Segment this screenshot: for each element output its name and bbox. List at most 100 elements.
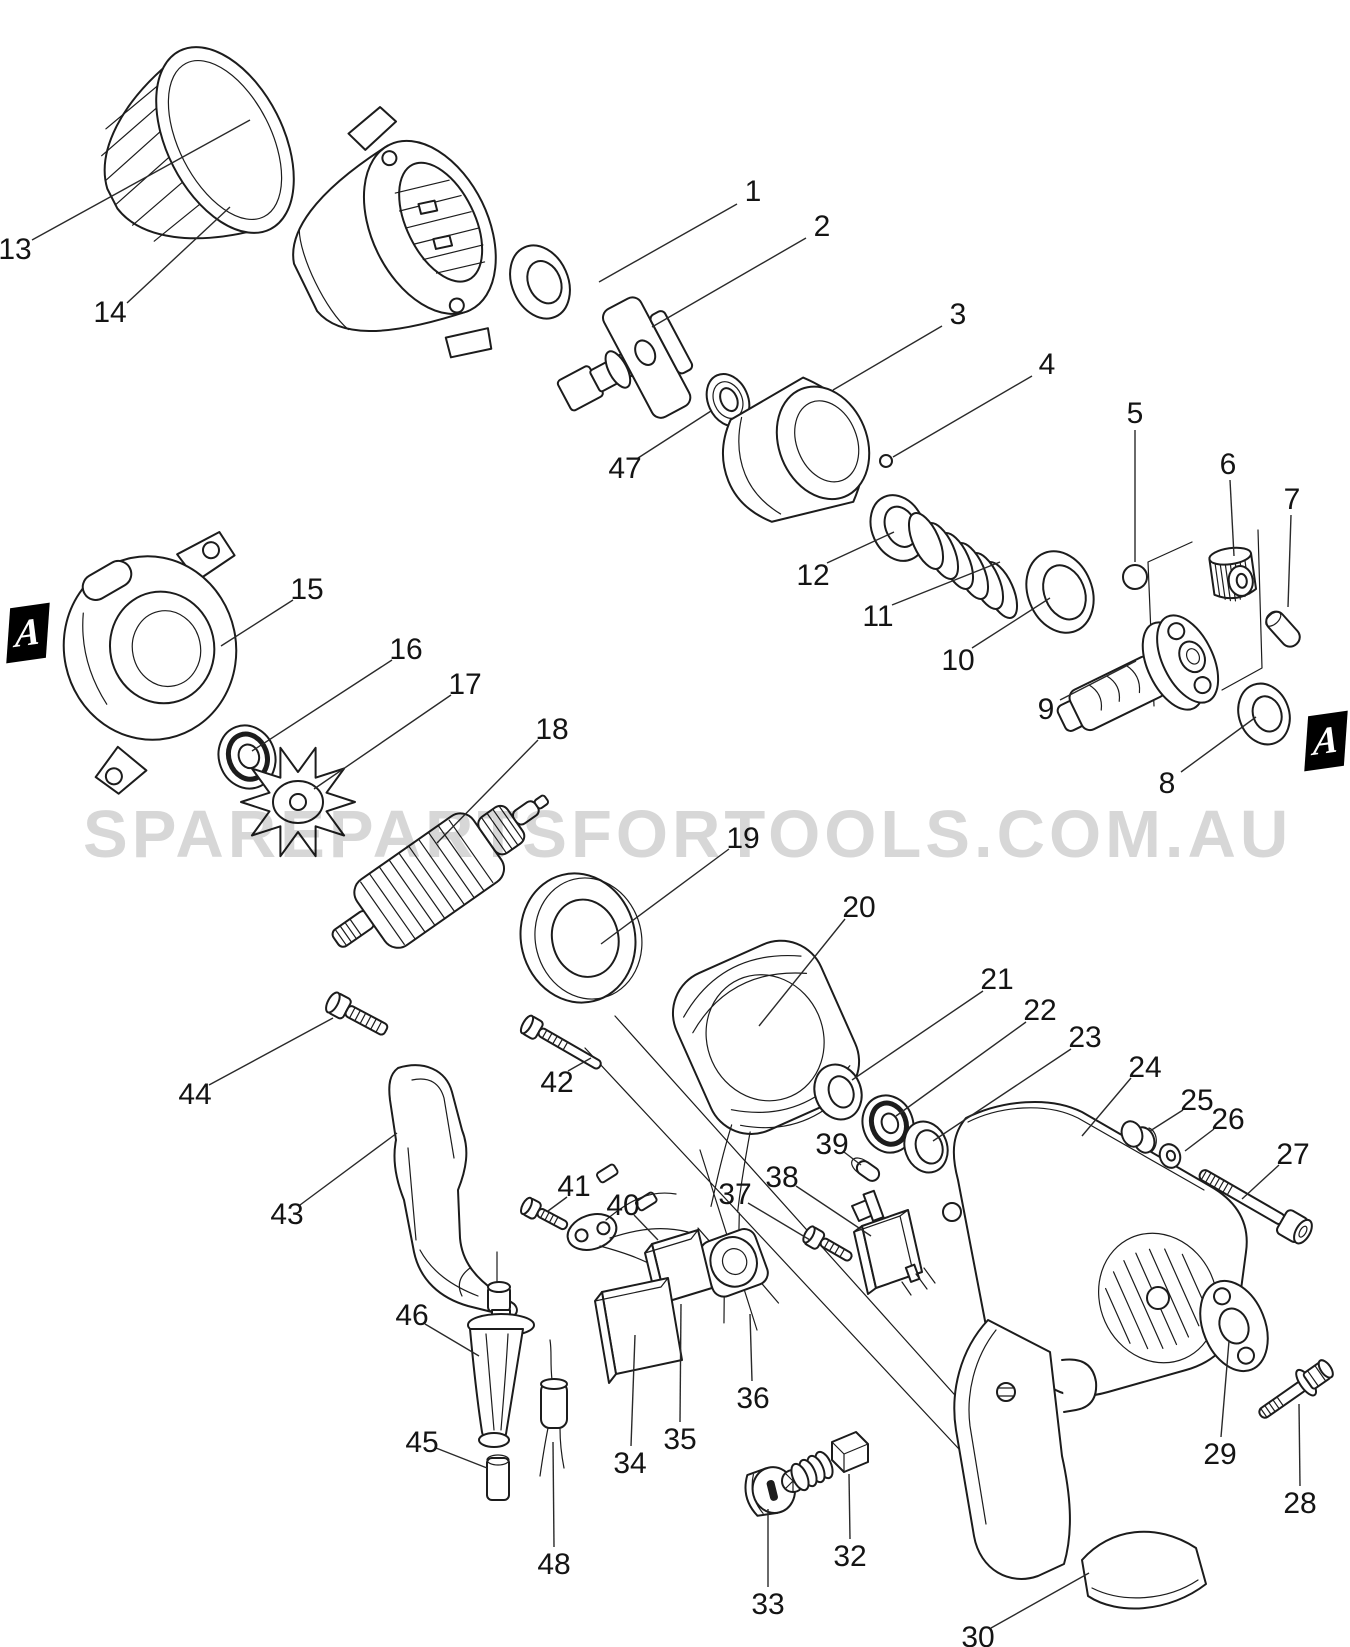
leader-lines: [31, 119, 1301, 1629]
part-5-ball-drawing: [1122, 564, 1148, 590]
leader-line-45: [435, 1447, 488, 1469]
part-47-ring-drawing: [705, 373, 751, 427]
callout-labels: 1234567891011121314151617181920212223242…: [0, 175, 1317, 1647]
part-9-spindle-drawing: [1056, 614, 1220, 732]
part-24-housing-drawing: [942, 1100, 1248, 1580]
leader-line-39: [843, 1151, 862, 1166]
leader-line-37: [747, 1202, 811, 1241]
callout-26: 26: [1211, 1103, 1244, 1136]
callout-6: 6: [1220, 448, 1237, 481]
leader-line-11: [891, 561, 1001, 606]
part-12-ring-drawing: [869, 494, 927, 562]
callout-27: 27: [1276, 1138, 1309, 1171]
callout-7: 7: [1284, 483, 1301, 516]
callout-30: 30: [961, 1621, 994, 1647]
callout-2: 2: [814, 210, 831, 243]
leader-line-13: [31, 119, 251, 241]
callout-15: 15: [290, 573, 323, 606]
callout-39: 39: [815, 1128, 848, 1161]
callout-28: 28: [1283, 1487, 1316, 1520]
part-45-sleeve-drawing: [486, 1454, 510, 1501]
part-43-grip-cover-drawing: [388, 1064, 518, 1318]
callout-25: 25: [1180, 1084, 1213, 1117]
part-34-box-drawing: [594, 1277, 683, 1384]
callout-24: 24: [1128, 1051, 1161, 1084]
leader-line-1: [598, 203, 738, 283]
leader-line-27: [1241, 1164, 1280, 1200]
part-44-bolt-drawing: [325, 991, 389, 1036]
callout-46: 46: [395, 1299, 428, 1332]
badge-letter: A: [13, 609, 43, 657]
leader-line-9: [1059, 660, 1137, 701]
part-46-cord-guard-drawing: [467, 1281, 535, 1448]
part-37-screw-drawing: [802, 1225, 853, 1262]
callout-14: 14: [93, 296, 126, 329]
callout-16: 16: [389, 633, 422, 666]
part-6-gear-drawing: [1208, 546, 1258, 602]
leader-line-34: [630, 1334, 636, 1447]
callout-32: 32: [833, 1540, 866, 1573]
leader-line-38: [795, 1185, 872, 1237]
leader-line-21: [851, 990, 984, 1081]
callout-41: 41: [557, 1170, 590, 1203]
callout-44: 44: [178, 1078, 211, 1111]
part-8-washer-drawing: [1237, 682, 1291, 746]
callout-42: 42: [540, 1066, 573, 1099]
callout-18: 18: [535, 713, 568, 746]
callout-38: 38: [765, 1161, 798, 1194]
callout-17: 17: [448, 668, 481, 701]
leader-line-3: [832, 325, 943, 391]
part-18-armature-drawing: [331, 794, 550, 949]
leader-line-22: [895, 1021, 1027, 1117]
callout-20: 20: [842, 891, 875, 924]
callout-12: 12: [796, 559, 829, 592]
leader-line-30: [990, 1572, 1090, 1629]
callout-19: 19: [726, 822, 759, 855]
leader-line-23: [932, 1048, 1072, 1142]
part-21-ring-drawing: [813, 1063, 863, 1121]
detail-marker-a-left: A: [6, 602, 50, 664]
callout-48: 48: [537, 1548, 570, 1581]
part-3-hammer-drawing: [721, 376, 871, 523]
part-36-bracket-drawing: [697, 1212, 780, 1324]
callout-47: 47: [608, 452, 641, 485]
leader-line-26: [1184, 1128, 1215, 1152]
part-23-ring-drawing: [903, 1120, 949, 1174]
callout-11: 11: [862, 600, 893, 633]
leader-line-20: [758, 918, 846, 1027]
part-25-bushing-drawing: [1120, 1120, 1157, 1154]
leader-line-4: [892, 375, 1033, 458]
part-38-switch-drawing: [851, 1189, 936, 1296]
leader-line-32: [848, 1473, 851, 1540]
leader-line-44: [208, 1017, 334, 1086]
part-10-washer-drawing: [1025, 550, 1095, 634]
leader-line-35: [679, 1303, 682, 1423]
part-26-nut-drawing: [1158, 1143, 1182, 1169]
leader-line-12: [826, 531, 895, 564]
part-22-bearing-drawing: [861, 1094, 915, 1154]
leader-line-41: [547, 1196, 568, 1212]
leader-line-16: [251, 659, 393, 752]
leader-line-46: [424, 1323, 480, 1357]
callout-8: 8: [1159, 767, 1176, 800]
part-32-brush-drawing: [781, 1431, 869, 1493]
callout-37: 37: [718, 1178, 751, 1211]
leader-line-40: [633, 1214, 659, 1241]
leader-line-48: [552, 1441, 555, 1548]
callout-21: 21: [980, 963, 1013, 996]
part-30-stand-drawing: [1081, 1530, 1207, 1610]
callout-36: 36: [736, 1382, 769, 1415]
part-27-bolt-drawing: [1198, 1169, 1313, 1245]
detail-marker-a-right: A: [1304, 710, 1348, 772]
leader-line-43: [299, 1132, 398, 1206]
callout-9: 9: [1038, 693, 1055, 726]
part-28-bolt-drawing: [1258, 1359, 1334, 1419]
leader-line-8: [1180, 716, 1257, 773]
leader-line-28: [1298, 1403, 1301, 1487]
leader-line-15: [220, 599, 294, 647]
leader-line-19: [600, 848, 730, 945]
leader-line-24: [1081, 1077, 1132, 1137]
callout-22: 22: [1023, 994, 1056, 1027]
part-4-ball-drawing: [879, 454, 893, 468]
